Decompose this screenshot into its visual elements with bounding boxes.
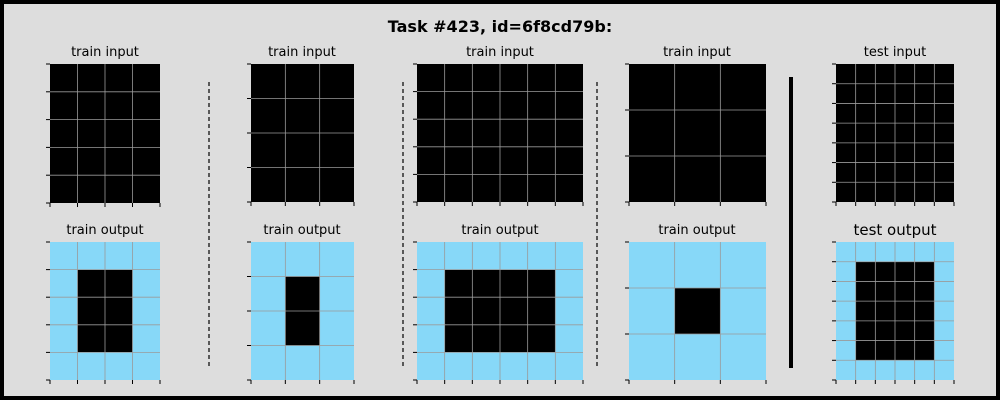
black-block: [674, 288, 721, 334]
test-output-grid: [832, 241, 955, 384]
pair-4-output-grid: [625, 241, 767, 384]
pair-1-output-grid: [46, 241, 161, 384]
pair-3-output-grid: [413, 241, 584, 384]
test-input-grid: [832, 63, 955, 206]
pair-4-input-label: train input: [663, 45, 731, 60]
pair-1-input-grid: [46, 63, 161, 207]
pair-4-output-label: train output: [658, 223, 735, 238]
pair-2-output-label: train output: [263, 223, 340, 238]
pair-3-input-label: train input: [466, 45, 534, 60]
pair-2-input-label: train input: [268, 45, 336, 60]
pair-1-input-label: train input: [71, 45, 139, 60]
pair-3-output-label: train output: [461, 223, 538, 238]
pair-2-output-grid: [247, 241, 355, 384]
pair-4-input-grid: [625, 63, 767, 206]
test-input-label: test input: [864, 45, 927, 60]
grid-background: [629, 64, 766, 202]
test-output-label: test output: [853, 221, 936, 239]
pair-3-input-grid: [413, 63, 584, 206]
pair-2-input-grid: [247, 63, 355, 206]
pair-1-output-label: train output: [66, 223, 143, 238]
figure-title: Task #423, id=6f8cd79b:: [388, 17, 612, 36]
